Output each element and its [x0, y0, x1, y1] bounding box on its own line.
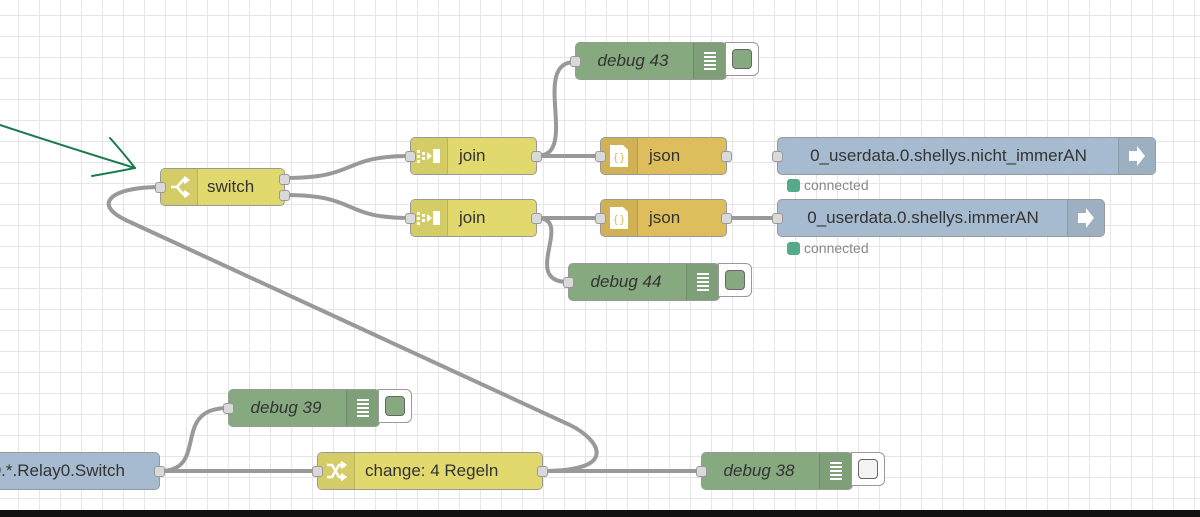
- list-icon: [693, 43, 726, 79]
- list-icon: [819, 453, 852, 489]
- svg-text:{}: {}: [612, 213, 625, 226]
- join-icon: [411, 200, 448, 236]
- node-label: change: 4 Regeln: [365, 461, 499, 480]
- output-port[interactable]: [531, 151, 542, 162]
- node-label: debug 39: [250, 398, 322, 417]
- debug-38-toggle[interactable]: [851, 452, 885, 486]
- node-label: json: [649, 146, 681, 165]
- wire-join1-debug43: [536, 60, 576, 158]
- input-port[interactable]: [595, 213, 606, 224]
- debug-43-node[interactable]: debug 43: [570, 42, 727, 80]
- arrow-right-icon: [1067, 200, 1104, 236]
- status-text: connected: [804, 240, 869, 256]
- switch-node[interactable]: switch: [155, 168, 290, 206]
- shuffle-icon: [318, 453, 355, 489]
- join-icon: [411, 138, 448, 174]
- change-node[interactable]: change: 4 Regeln: [312, 452, 548, 490]
- wire-input-debug39: [159, 406, 229, 473]
- debug-44-toggle[interactable]: [718, 263, 752, 297]
- status-dot: [787, 241, 800, 255]
- input-port[interactable]: [405, 151, 416, 162]
- output-port[interactable]: [531, 213, 542, 224]
- wire-switch-join1: [284, 154, 411, 180]
- debug-39-node[interactable]: debug 39: [223, 389, 380, 427]
- wire-change-switch: [106, 185, 599, 473]
- status-connected-1: connected: [787, 177, 869, 193]
- output-port[interactable]: [721, 213, 732, 224]
- node-label: join: [459, 208, 486, 227]
- json-node-1[interactable]: {} json: [595, 137, 732, 175]
- iobroker-out-node-2[interactable]: 0_userdata.0.shellys.immerAN: [772, 199, 1105, 237]
- input-port[interactable]: [563, 277, 574, 288]
- node-label: debug 43: [597, 51, 669, 70]
- node-label: json: [649, 208, 681, 227]
- node-label: .0.*.Relay0.Switch: [0, 461, 125, 480]
- input-port[interactable]: [570, 56, 581, 67]
- node-label: switch: [207, 177, 255, 196]
- debug-39-toggle[interactable]: [378, 389, 412, 423]
- json-icon: {}: [601, 200, 638, 236]
- iobroker-out-node-1[interactable]: 0_userdata.0.shellys.nicht_immerAN: [772, 137, 1156, 175]
- input-port[interactable]: [312, 466, 323, 477]
- output-port[interactable]: [721, 151, 732, 162]
- wire-join2-debug44: [536, 216, 569, 284]
- switch-icon: [161, 169, 198, 205]
- json-icon: {}: [601, 138, 638, 174]
- input-port[interactable]: [772, 151, 783, 162]
- status-connected-2: connected: [787, 240, 869, 256]
- debug-44-node[interactable]: debug 44: [563, 263, 720, 301]
- output-port[interactable]: [537, 466, 548, 477]
- input-port[interactable]: [405, 213, 416, 224]
- iobroker-in-node[interactable]: .0.*.Relay0.Switch: [0, 452, 165, 490]
- list-icon: [686, 264, 719, 300]
- input-port[interactable]: [155, 182, 166, 193]
- node-label: debug 44: [590, 272, 662, 291]
- debug-38-node[interactable]: debug 38: [696, 452, 853, 490]
- input-port[interactable]: [223, 403, 234, 414]
- node-label: debug 38: [723, 461, 795, 480]
- join-node-1[interactable]: join: [405, 137, 542, 175]
- svg-text:{}: {}: [612, 151, 625, 164]
- output-port-1[interactable]: [279, 174, 290, 185]
- input-port[interactable]: [696, 466, 707, 477]
- input-port[interactable]: [772, 213, 783, 224]
- wire-switch-join2: [284, 193, 411, 220]
- list-icon: [346, 390, 379, 426]
- status-dot: [787, 178, 800, 192]
- debug-43-toggle[interactable]: [725, 42, 759, 76]
- join-node-2[interactable]: join: [405, 199, 542, 237]
- input-port[interactable]: [595, 151, 606, 162]
- node-label: 0_userdata.0.shellys.nicht_immerAN: [810, 146, 1087, 165]
- node-label: join: [459, 146, 486, 165]
- arrow-right-icon: [1118, 138, 1155, 174]
- node-label: 0_userdata.0.shellys.immerAN: [807, 208, 1039, 227]
- bottom-bar: [0, 510, 1200, 517]
- output-port-2[interactable]: [279, 190, 290, 201]
- output-port[interactable]: [154, 466, 165, 477]
- status-text: connected: [804, 177, 869, 193]
- json-node-2[interactable]: {} json: [595, 199, 732, 237]
